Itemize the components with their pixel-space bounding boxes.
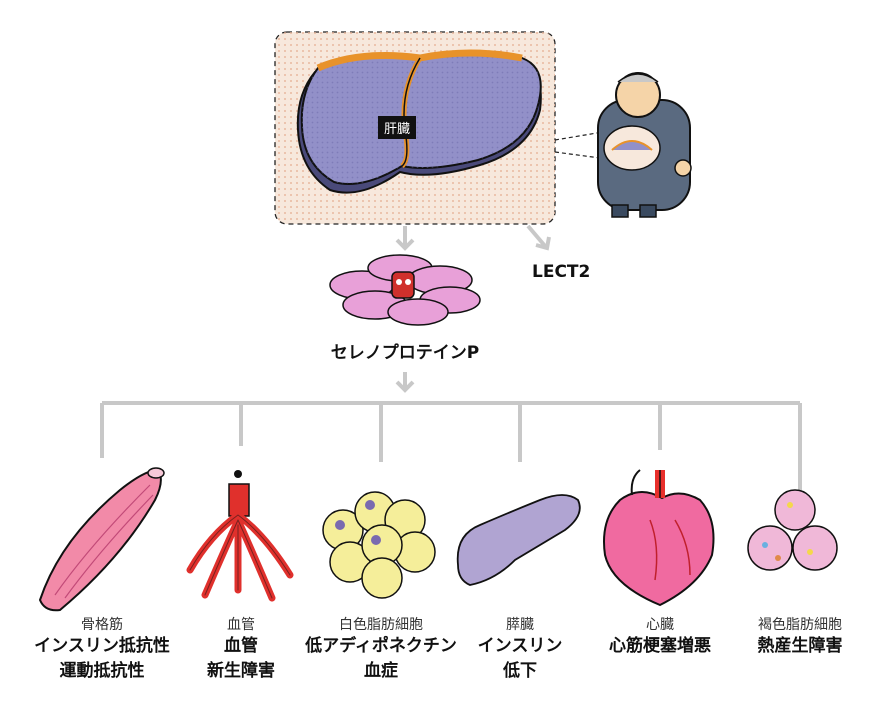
pancreas-illustration — [456, 494, 581, 586]
brown-fat-illustration — [747, 489, 838, 571]
man-illustration — [597, 72, 692, 218]
effect-line: 血症 — [364, 661, 398, 681]
target-skeletal-muscle: 骨格筋 インスリン抵抗性 運動抵抗性 — [22, 614, 182, 684]
heart-illustration — [603, 469, 715, 607]
selenoprotein-cells — [329, 254, 481, 326]
muscle-illustration — [38, 467, 165, 612]
vessel-illustration — [186, 470, 294, 602]
white-fat-illustration — [322, 491, 436, 599]
organ-name: 心臓 — [646, 617, 674, 633]
effect-line: 新生障害 — [207, 661, 275, 681]
effect-line: 低アディポネクチン — [305, 636, 457, 656]
organ-name: 膵臓 — [506, 617, 534, 633]
organ-name: 白色脂肪細胞 — [339, 617, 423, 633]
tree-connector — [100, 401, 802, 492]
liver-arrows — [395, 224, 551, 251]
selenoprotein-label: セレノプロテインP — [330, 343, 480, 363]
effect-line: 血管 — [224, 636, 258, 656]
effect-line: インスリン — [477, 636, 563, 656]
target-blood-vessel: 血管 血管 新生障害 — [176, 614, 306, 684]
target-white-fat: 白色脂肪細胞 低アディポネクチン 血症 — [298, 614, 464, 684]
tree-arrow — [395, 372, 415, 393]
target-heart: 心臓 心筋梗塞増悪 — [590, 614, 730, 659]
organ-name: 血管 — [227, 617, 255, 633]
effect-line: 運動抵抗性 — [59, 661, 145, 681]
effect-line: 低下 — [503, 661, 537, 681]
effect-line: 熱産生障害 — [757, 636, 843, 656]
liver-label: 肝臓 — [378, 116, 417, 139]
target-brown-fat: 褐色脂肪細胞 熱産生障害 — [730, 614, 870, 659]
organ-name: 褐色脂肪細胞 — [758, 617, 842, 633]
organ-name: 骨格筋 — [81, 617, 123, 633]
effect-line: インスリン抵抗性 — [34, 636, 170, 656]
lect2-label: LECT2 — [532, 262, 591, 282]
target-pancreas: 膵臓 インスリン 低下 — [460, 614, 580, 684]
effect-line: 心筋梗塞増悪 — [609, 636, 711, 656]
liver-illustration — [296, 49, 542, 194]
